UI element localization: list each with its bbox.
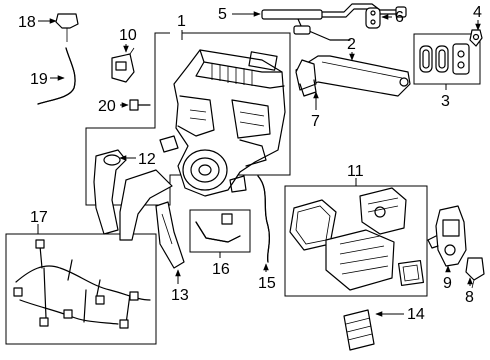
callout-9: 9 <box>443 275 452 292</box>
callout-11: 11 <box>347 163 364 180</box>
expansion-valve-bracket <box>295 55 411 97</box>
aspirator-connector <box>55 13 79 42</box>
callout-12: 12 <box>138 151 156 168</box>
callout-15: 15 <box>258 275 276 292</box>
pipe-seal <box>365 7 381 29</box>
callout-18: 18 <box>18 14 36 31</box>
callout-1: 1 <box>177 13 186 30</box>
callout-8: 8 <box>465 289 474 306</box>
gasket-lower <box>229 175 247 193</box>
seal-kit-group-box <box>413 33 481 85</box>
clip-fastener <box>469 29 483 47</box>
ac-pipe-assembly <box>261 3 407 41</box>
evaporator-assembly <box>289 187 425 291</box>
seal-kit <box>419 43 470 75</box>
drain-grommet <box>343 309 375 351</box>
callout-6: 6 <box>395 9 404 26</box>
callout-16: 16 <box>212 261 230 278</box>
callout-4: 4 <box>473 4 482 21</box>
mounting-screw <box>129 99 151 111</box>
heater-unit-housing <box>173 49 286 197</box>
callout-2: 2 <box>347 36 356 53</box>
gasket-upper <box>159 135 179 153</box>
blower-resistor <box>111 47 135 83</box>
callout-3: 3 <box>441 93 450 110</box>
mode-door-actuator <box>427 205 467 267</box>
callout-5: 5 <box>218 6 227 23</box>
callout-10: 10 <box>119 27 137 44</box>
heater-duct <box>93 149 173 241</box>
callout-13: 13 <box>171 287 189 304</box>
callout-20: 20 <box>98 98 116 115</box>
hose-kit <box>195 213 241 243</box>
callout-7: 7 <box>311 113 320 130</box>
temperature-sensor <box>465 257 485 289</box>
callout-19: 19 <box>30 71 48 88</box>
wire-harness <box>13 239 151 329</box>
harness-group-box <box>5 233 157 345</box>
callout-17: 17 <box>30 209 48 226</box>
callout-14: 14 <box>407 306 425 323</box>
foot-duct <box>155 201 185 269</box>
hose-kit-group-box <box>189 209 251 253</box>
